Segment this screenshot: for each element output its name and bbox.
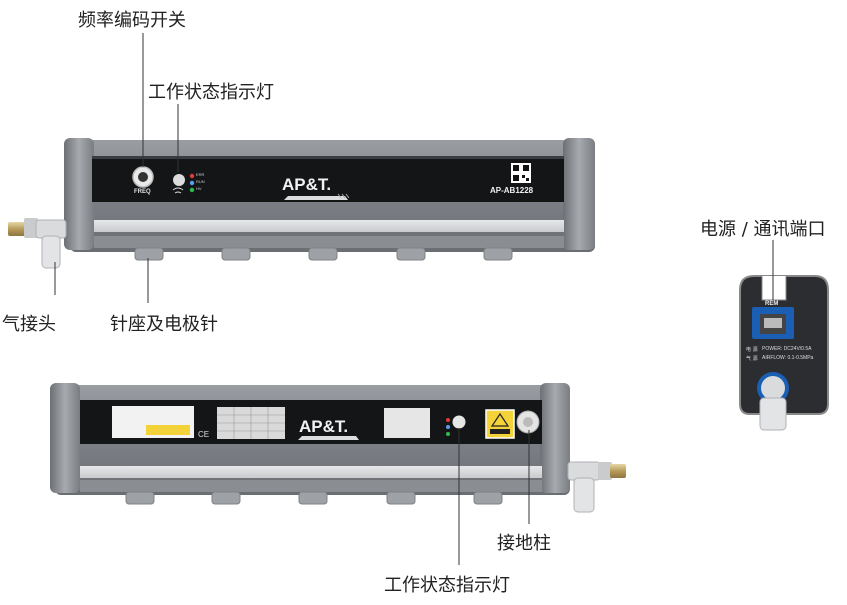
air-fitting-left <box>8 218 67 269</box>
status-window-back <box>452 415 466 429</box>
callout-status-light-bottom: 工作状态指示灯 <box>384 575 510 596</box>
callout-freq-switch: 频率编码开关 <box>78 10 186 31</box>
callout-ground-post: 接地柱 <box>497 533 551 554</box>
callout-power-port: 电源 / 通讯端口 <box>700 219 826 240</box>
svg-text:CE: CE <box>198 430 209 439</box>
led-label-hv: HV <box>196 186 202 191</box>
pin-seats-back <box>125 491 503 505</box>
spec-box <box>384 408 430 438</box>
led-hv <box>189 187 195 193</box>
callout-lines <box>54 33 774 565</box>
front-brand: AP&T. <box>282 175 332 194</box>
end-air-line: AIRFLOW: 0.1-0.5MPa <box>762 355 814 361</box>
led-err <box>189 173 195 179</box>
led-run <box>189 180 195 186</box>
left-end-cap <box>64 138 94 250</box>
right-end-cap <box>563 138 595 250</box>
front-model: AP-AB1228 <box>490 186 534 195</box>
front-bar <box>8 138 595 269</box>
led-label-run: RUN <box>196 179 205 184</box>
back-bar: CE <box>50 383 626 513</box>
front-panel <box>92 158 564 202</box>
led-label-err: ERR <box>196 172 205 177</box>
pin-seats-front <box>134 247 513 261</box>
end-cap-view <box>739 275 829 431</box>
end-power-line: POWER: DC24V/0.5A <box>762 346 812 352</box>
air-fitting-right <box>567 461 626 513</box>
callout-status-light-top: 工作状态指示灯 <box>148 82 274 103</box>
signal-icon <box>172 187 184 194</box>
callout-pin-seat: 针座及电极针 <box>110 314 218 335</box>
end-air-cn: 气 源 <box>746 356 758 362</box>
back-brand: AP&T. <box>299 417 349 436</box>
freq-label: FREQ <box>134 189 151 195</box>
end-power-cn: 电 源 <box>746 347 758 353</box>
end-port-label: REM <box>765 301 779 307</box>
status-window <box>173 174 185 186</box>
callout-air-connector: 气接头 <box>2 314 56 335</box>
